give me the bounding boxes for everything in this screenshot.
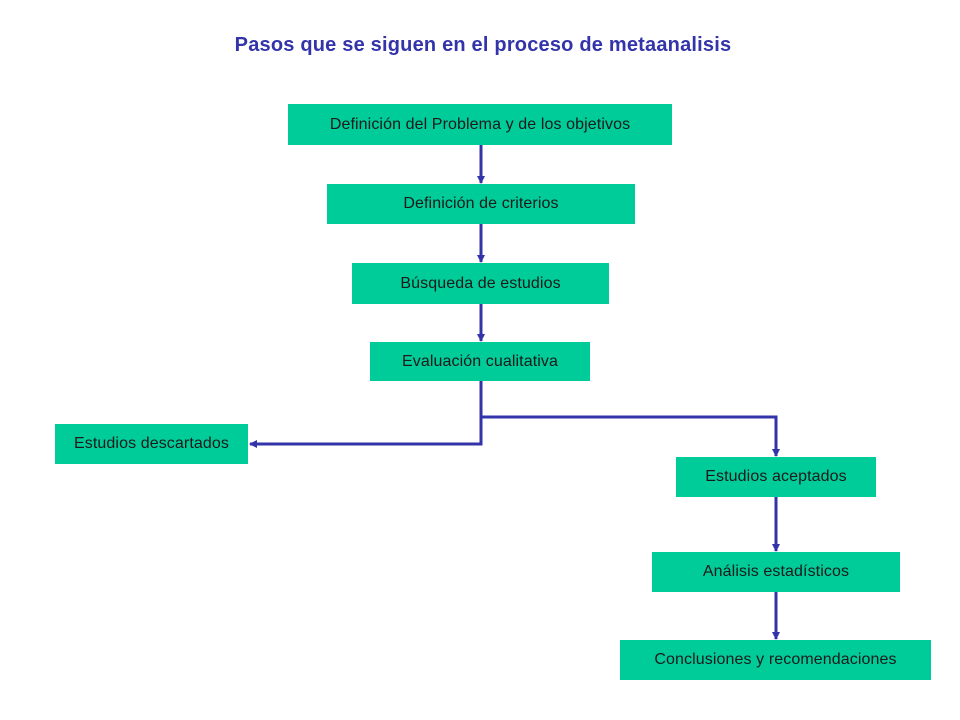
arrow-evaluation-to-accepted [481, 415, 780, 457]
step-problem-definition: Definición del Problema y de los objetiv… [288, 104, 672, 145]
step-discarded-studies: Estudios descartados [55, 424, 248, 464]
step-study-search: Búsqueda de estudios [352, 263, 609, 304]
step-accepted-studies: Estudios aceptados [676, 457, 876, 497]
step-statistical-analysis: Análisis estadísticos [652, 552, 900, 592]
arrow-evaluation-to-discarded [249, 381, 483, 448]
step-qualitative-evaluation: Evaluación cualitativa [370, 342, 590, 381]
diagram-title: Pasos que se siguen en el proceso de met… [234, 34, 732, 56]
step-criteria-definition: Definición de criterios [327, 184, 635, 224]
step-conclusions: Conclusiones y recomendaciones [620, 640, 931, 680]
